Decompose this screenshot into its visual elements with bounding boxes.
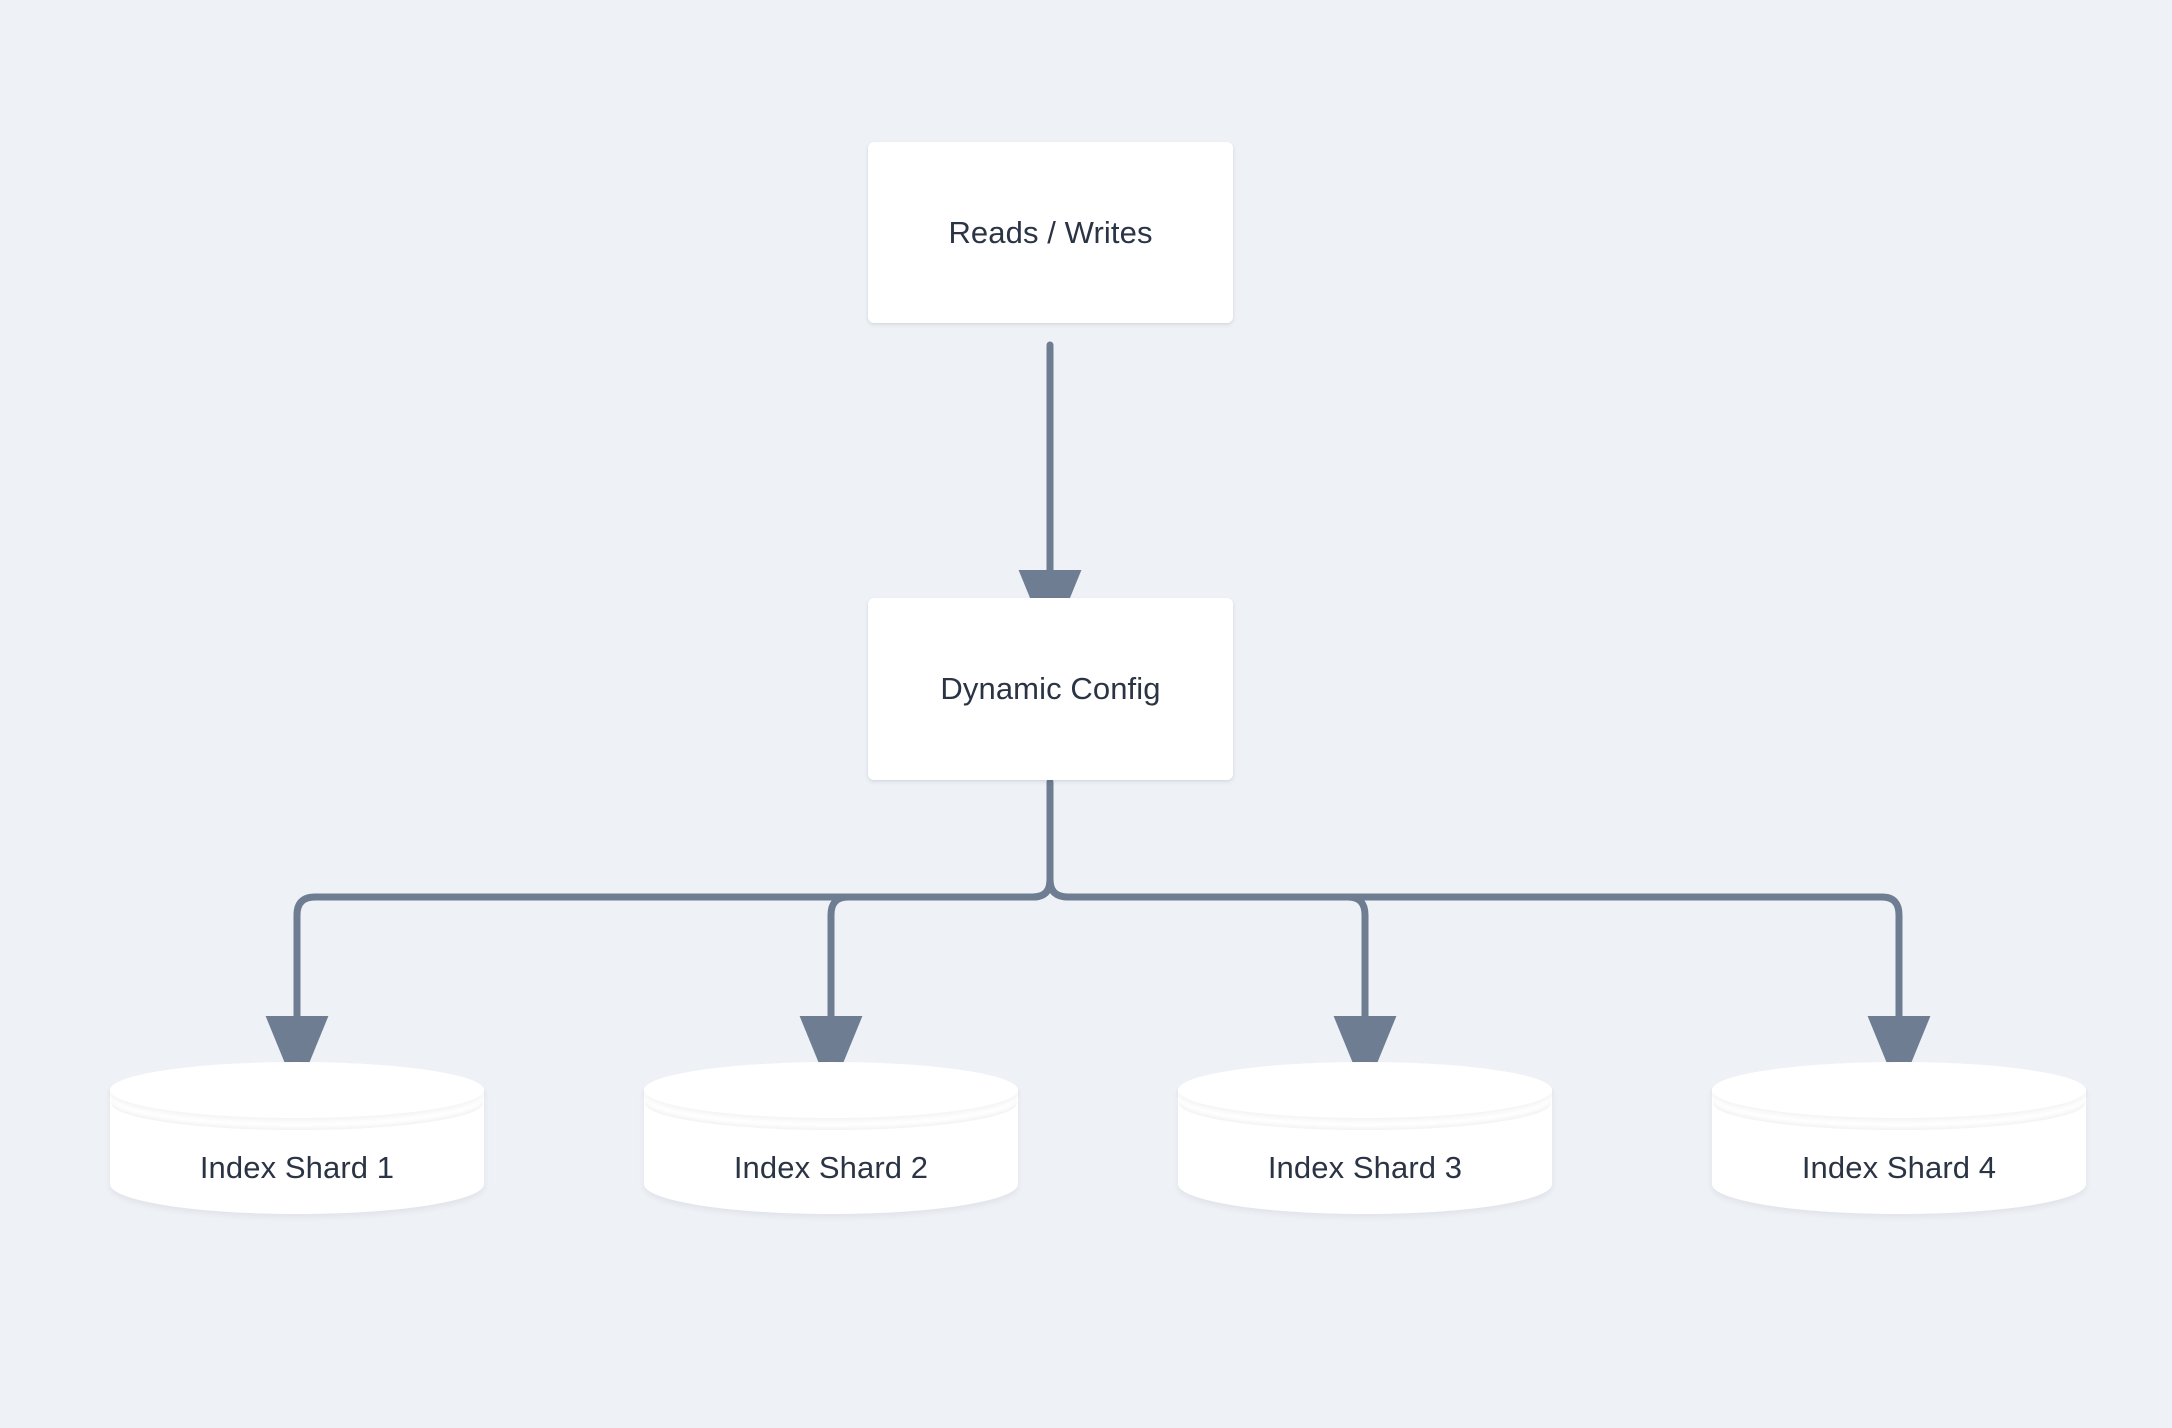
cylinder-top-icon	[1712, 1062, 2086, 1118]
cylinder-top-icon	[110, 1062, 484, 1118]
node-index-shard-4-label: Index Shard 4	[1801, 1150, 1997, 1185]
node-dynamic-config[interactable]: Dynamic Config	[868, 598, 1233, 780]
node-index-shard-1[interactable]: Index Shard 1	[110, 1062, 484, 1214]
node-index-shard-2-label: Index Shard 2	[733, 1150, 929, 1185]
node-index-shard-1-label: Index Shard 1	[199, 1150, 395, 1185]
node-reads-writes[interactable]: Reads / Writes	[868, 142, 1233, 323]
node-index-shard-3-label: Index Shard 3	[1267, 1150, 1463, 1185]
node-dynamic-config-label: Dynamic Config	[940, 671, 1161, 706]
edge-dynamic-config-to-index-shard-3	[1046, 876, 1397, 1093]
cylinder-top-icon	[644, 1062, 1018, 1118]
edge-dynamic-config-to-index-shard-1	[265, 876, 1054, 1093]
node-index-shard-4[interactable]: Index Shard 4	[1712, 1062, 2086, 1214]
node-index-shard-2[interactable]: Index Shard 2	[644, 1062, 1018, 1214]
cylinder-top-icon	[1178, 1062, 1552, 1118]
node-reads-writes-label: Reads / Writes	[948, 214, 1153, 250]
edge-dynamic-config-to-index-shard-4	[1046, 876, 1931, 1093]
edge-dynamic-config-to-index-shard-2	[799, 876, 1054, 1093]
node-index-shard-3[interactable]: Index Shard 3	[1178, 1062, 1552, 1214]
